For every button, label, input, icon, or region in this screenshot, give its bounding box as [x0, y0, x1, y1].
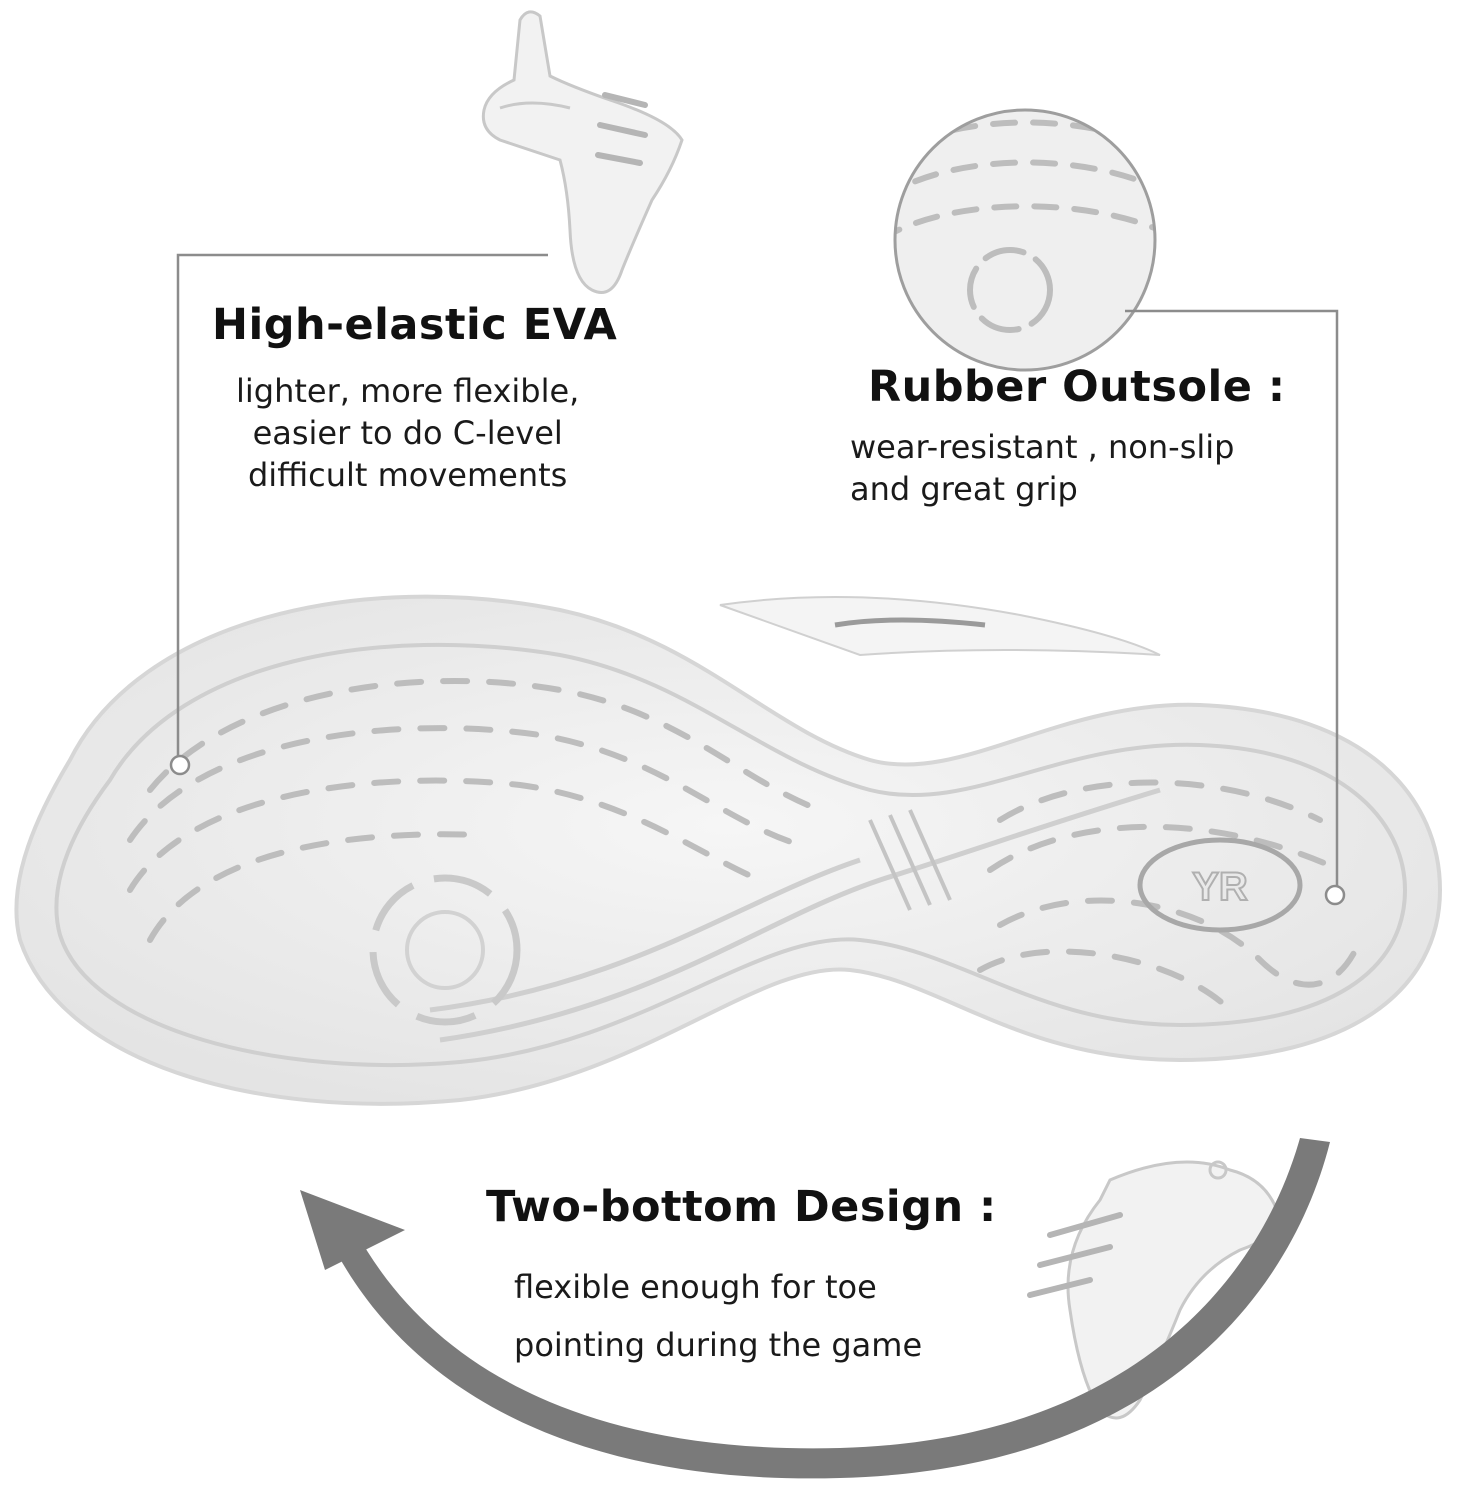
rubber-callout-dot: [1324, 884, 1346, 906]
eva-description: lighter, more flexible, easier to do C-l…: [236, 370, 579, 496]
rubber-callout-line: [1125, 309, 1339, 888]
eva-line-2: easier to do C-level: [252, 414, 563, 452]
flexed-shoe-bottom-image: [1027, 1160, 1282, 1420]
outsole-zoom-circle: [893, 108, 1157, 372]
two-bottom-title: Two-bottom Design :: [486, 1182, 997, 1232]
rubber-title: Rubber Outsole :: [868, 362, 1286, 412]
sole-image: [14, 594, 1443, 1106]
rubber-line-1: wear-resistant , non-slip: [850, 428, 1235, 466]
eva-line-1: lighter, more flexible,: [236, 372, 580, 410]
two-bottom-description: flexible enough for toe pointing during …: [514, 1258, 922, 1374]
eva-callout-line: [176, 253, 548, 762]
flexed-shoe-top-image: [481, 10, 684, 294]
rubber-line-2: and great grip: [850, 470, 1078, 508]
eva-callout-dot: [169, 754, 191, 776]
sole-logo: YR: [1192, 865, 1248, 909]
bend-arrow-icon: [300, 1138, 1330, 1479]
two-bottom-line-2: pointing during the game: [514, 1326, 923, 1364]
two-bottom-line-1: flexible enough for toe: [514, 1268, 877, 1306]
eva-title: High-elastic EVA: [212, 300, 618, 350]
rubber-description: wear-resistant , non-slip and great grip: [850, 426, 1234, 510]
eva-line-3: difficult movements: [247, 456, 568, 494]
